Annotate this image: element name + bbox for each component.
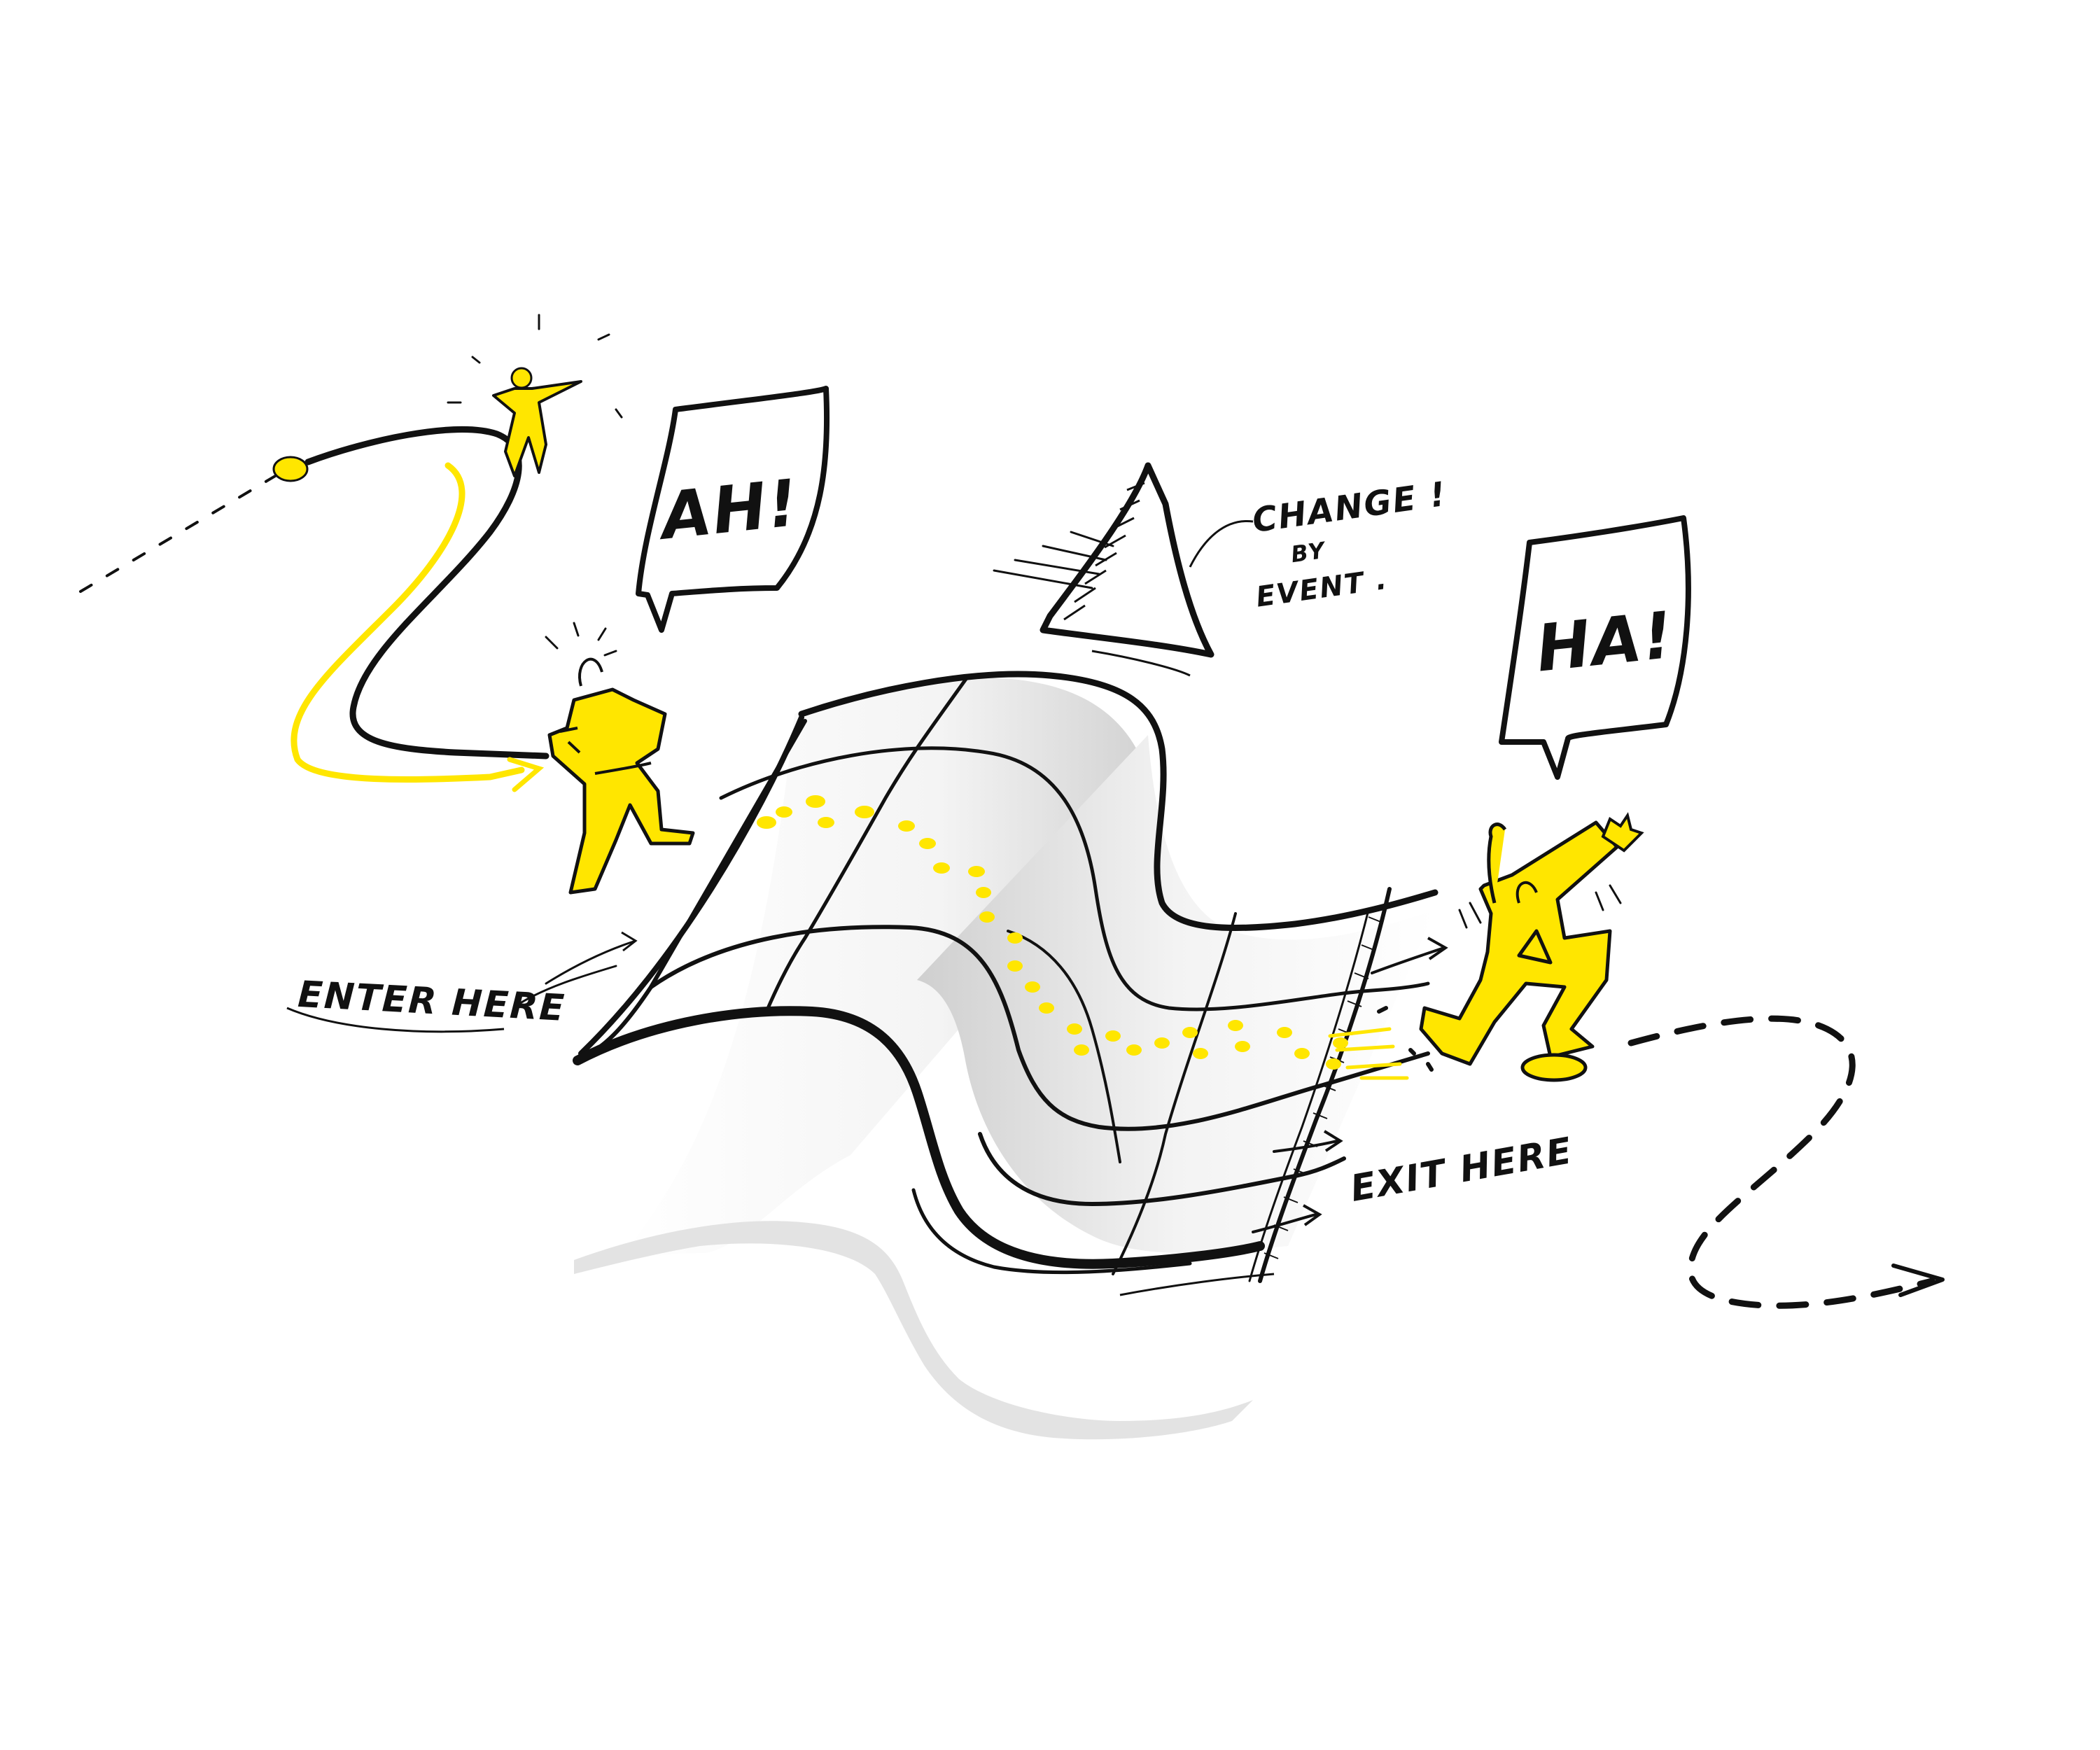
figure-hilltop bbox=[447, 314, 623, 477]
speech-bubble-ha: HA! bbox=[1499, 515, 1691, 780]
entry-arrow-lower bbox=[517, 965, 617, 1006]
start-dot bbox=[272, 456, 309, 482]
hilltop-path bbox=[304, 426, 550, 760]
figure-surprised-sparks bbox=[545, 622, 617, 657]
triangle-motion-lines bbox=[993, 531, 1114, 589]
yellow-arrowhead bbox=[507, 757, 545, 792]
figure-hilltop-body bbox=[492, 380, 582, 477]
figure-surprised-body bbox=[547, 687, 695, 895]
exit-here-label: EXIT HERE bbox=[1348, 1130, 1576, 1210]
figure-celebrating-head bbox=[1516, 881, 1538, 904]
figure-celebrating-motion bbox=[1328, 1027, 1409, 1080]
figure-celebrating-left-arm bbox=[1487, 822, 1507, 904]
figure-celebrating-body bbox=[1419, 820, 1619, 1066]
surface-grid-col-3 bbox=[1007, 930, 1121, 1163]
surface-grid-col-2 bbox=[764, 677, 968, 1014]
start-path bbox=[79, 426, 550, 792]
exit-arrow-top bbox=[1371, 947, 1443, 974]
speech-bubble-ah-text: AH! bbox=[654, 465, 802, 555]
speech-bubble-ha-outline bbox=[1499, 515, 1691, 780]
change-label-line2: BY bbox=[1289, 537, 1328, 568]
figure-celebrating-sparks bbox=[1458, 884, 1622, 929]
surface-underside-edge bbox=[911, 1188, 1192, 1275]
figure-celebrating-debris bbox=[1377, 1006, 1434, 1072]
change-label-line3: EVENT . bbox=[1254, 564, 1390, 614]
change-triangle bbox=[993, 462, 1254, 677]
change-surface-front-face bbox=[574, 1221, 1253, 1440]
change-surface-left-face bbox=[616, 678, 1204, 1264]
figure-hilltop-head bbox=[510, 367, 533, 389]
entry-arrow-upper bbox=[545, 940, 635, 985]
figure-surprised-belt bbox=[594, 762, 652, 775]
change-surface-right-face bbox=[917, 735, 1435, 1253]
surface-front-edge bbox=[573, 1006, 1265, 1269]
figure-surprised-hair bbox=[578, 657, 603, 687]
change-surface bbox=[573, 671, 1438, 1440]
surface-grid-col-4 bbox=[1112, 912, 1237, 1275]
surface-grid-row-4 bbox=[978, 1132, 1346, 1207]
surface-top-edge bbox=[798, 671, 1438, 932]
incoming-dashed-trail bbox=[79, 468, 288, 593]
exit-arrow-bottom bbox=[1252, 1213, 1317, 1233]
exit-dashed-trail bbox=[1628, 1015, 1935, 1309]
exit-arrow-middle bbox=[1273, 1140, 1338, 1153]
figure-surprised bbox=[545, 622, 695, 895]
speech-bubble-ah-outline bbox=[636, 386, 830, 633]
entry-arrows bbox=[286, 931, 638, 1033]
figure-celebrating-triangle-mark bbox=[1517, 929, 1553, 965]
exit-path bbox=[1628, 1015, 1945, 1309]
triangle-label-connector bbox=[1189, 519, 1254, 568]
enter-here-label: ENTER HERE bbox=[297, 974, 566, 1030]
exit-arrowhead bbox=[1891, 1264, 1945, 1297]
triangle-outline bbox=[1040, 462, 1214, 658]
figure-hilltop-sparks bbox=[447, 314, 623, 419]
triangle-ground-line bbox=[1091, 650, 1191, 677]
change-label-line1: CHANGE ! bbox=[1250, 475, 1450, 540]
exit-arrows bbox=[1119, 937, 1448, 1296]
surface-left-edge bbox=[578, 715, 804, 1056]
figure-celebrating-right-hand bbox=[1601, 812, 1644, 853]
figure-surprised-face bbox=[559, 727, 581, 754]
figure-celebrating-foot bbox=[1520, 1053, 1588, 1082]
speech-bubble-ah: AH! bbox=[636, 386, 830, 633]
figure-celebrating bbox=[1328, 812, 1644, 1082]
surface-grid-row-2 bbox=[719, 746, 1430, 1011]
speech-bubble-ha-text: HA! bbox=[1533, 598, 1677, 687]
yellow-descent-path bbox=[290, 462, 525, 783]
exit-underline bbox=[1119, 1273, 1275, 1296]
enter-label-underline bbox=[286, 1007, 505, 1033]
yellow-footprints bbox=[757, 795, 1348, 1070]
